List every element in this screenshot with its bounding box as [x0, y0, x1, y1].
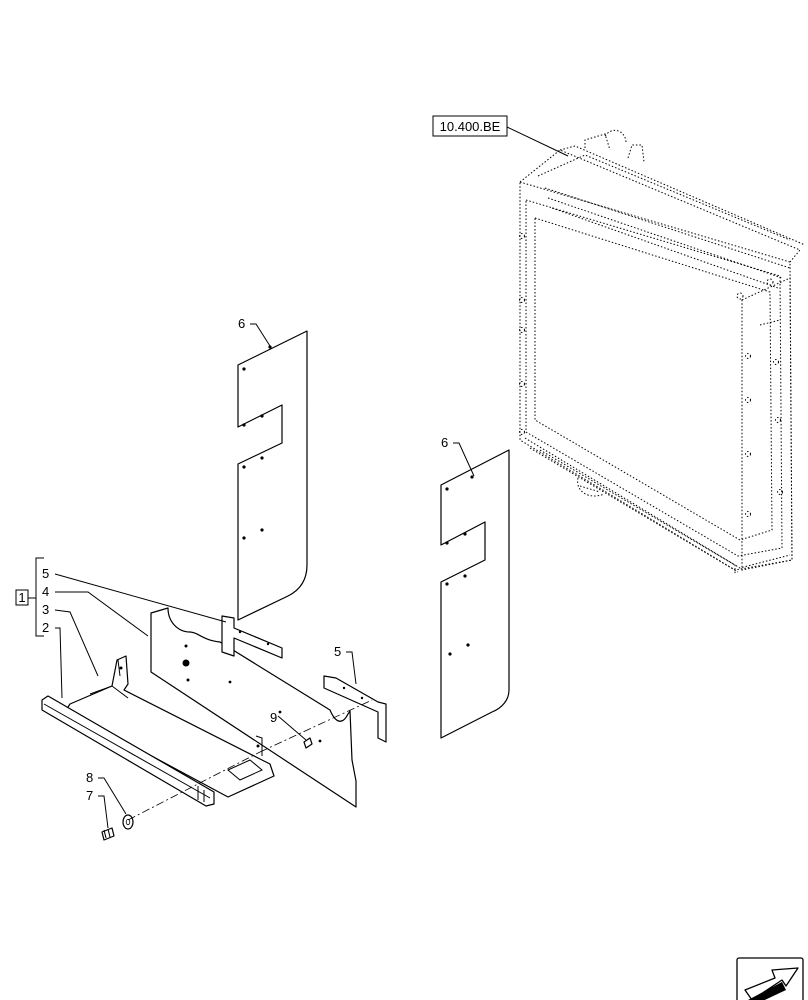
callout-label: 5	[334, 644, 341, 659]
callout-item3[interactable]: 3	[42, 602, 99, 677]
reference-label: 10.400.BE	[440, 119, 501, 134]
callout-item6-right[interactable]: 6	[441, 435, 475, 477]
callout-label: 3	[42, 602, 49, 617]
radiator-assembly	[519, 129, 806, 575]
callout-item8[interactable]: 8	[86, 770, 127, 815]
callout-label: 2	[42, 620, 49, 635]
rubber-strip	[41, 695, 215, 807]
callout-label: 6	[238, 316, 245, 331]
callout-kit-label: 1	[18, 590, 25, 605]
bracket-left	[221, 615, 283, 659]
callout-label: 5	[42, 566, 49, 581]
callout-label: 9	[270, 710, 277, 725]
shield-panel-left	[237, 330, 308, 621]
pin	[303, 737, 313, 749]
callout-kit[interactable]: 1	[15, 589, 29, 606]
callout-item4[interactable]: 4	[42, 584, 149, 637]
bracket-right	[323, 675, 387, 743]
callout-item6-left[interactable]: 6	[238, 316, 271, 347]
callout-label: 4	[42, 584, 49, 599]
callout-item9[interactable]: 9	[270, 710, 307, 741]
callout-label: 8	[86, 770, 93, 785]
callout-label: 6	[441, 435, 448, 450]
shield-panel-right	[440, 449, 510, 739]
callout-item2[interactable]: 2	[42, 620, 63, 699]
next-page-arrow-icon[interactable]	[736, 957, 804, 1000]
kit-bracket	[28, 557, 44, 637]
callout-item5-left[interactable]: 5	[42, 566, 227, 623]
callout-item5-right[interactable]: 5	[334, 644, 357, 685]
callout-item7[interactable]: 7	[86, 788, 109, 829]
side-plate	[150, 607, 357, 808]
washer	[122, 814, 134, 830]
bolt	[101, 827, 115, 841]
reference-radiator[interactable]: 10.400.BE	[432, 115, 569, 157]
callout-label: 7	[86, 788, 93, 803]
